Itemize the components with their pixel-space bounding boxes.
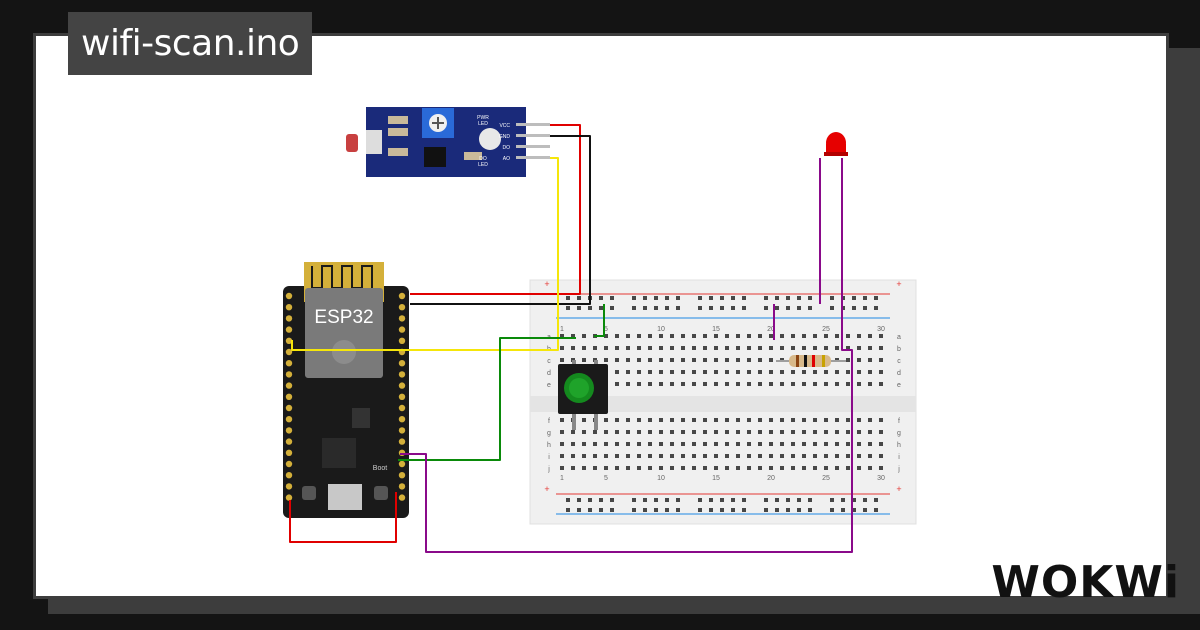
breadboard-row-label: h: [897, 442, 901, 449]
wire-button-green-1: [398, 337, 576, 461]
breadboard-column-label: 15: [712, 326, 720, 333]
rail-plus-label: +: [544, 484, 549, 494]
breadboard-row-label: e: [897, 382, 901, 389]
breadboard-column-label: 5: [604, 326, 608, 333]
svg-text:LED: LED: [478, 162, 488, 168]
file-title: wifi-scan.ino: [68, 12, 313, 75]
breadboard-column-label: 10: [657, 326, 665, 333]
sensor-pin-label: VCC: [499, 123, 510, 129]
wire-gnd-black: [410, 135, 591, 305]
breadboard-row-label: f: [898, 418, 900, 425]
resistor: [776, 355, 846, 367]
breadboard-column-label: 20: [767, 326, 775, 333]
breadboard-row-label: c: [897, 358, 901, 365]
red-led[interactable]: [824, 132, 848, 156]
wire-vcc-red: [410, 124, 581, 295]
rail-plus-label: +: [544, 279, 549, 289]
breadboard-row-label: d: [547, 370, 551, 377]
breadboard-row-label: d: [897, 370, 901, 377]
breadboard-column-label: 30: [877, 326, 885, 333]
wire-led-purple-2: [400, 158, 853, 553]
svg-text:PWR: PWR: [477, 115, 489, 121]
breadboard-row-label: g: [897, 430, 901, 437]
usb-port: [328, 484, 362, 510]
wire-usb-red: [289, 492, 397, 543]
breadboard-row-label: f: [548, 418, 550, 425]
boot-button[interactable]: [374, 486, 388, 500]
breadboard-row-label: e: [547, 382, 551, 389]
breadboard-row-label: j: [547, 466, 550, 473]
esp32-board: ESP32 Boot: [283, 262, 409, 518]
sensor-pin-label: GND: [499, 134, 511, 140]
breadboard-column-label: 1: [560, 326, 564, 333]
sensor-pin-label: DO: [503, 145, 511, 151]
en-button[interactable]: [302, 486, 316, 500]
breadboard-column-label: 25: [822, 326, 830, 333]
breadboard-column-label: 5: [604, 475, 608, 482]
breadboard-column-label: 1: [560, 475, 564, 482]
light-sensor-module: PWR LED DO LED VCC GND DO AO: [346, 107, 550, 177]
breadboard-column-label: 30: [877, 475, 885, 482]
esp32-pins: [285, 292, 406, 501]
wires: [289, 124, 853, 553]
wire-button-green-2: [594, 304, 605, 337]
breadboard-row-label: b: [897, 346, 901, 353]
breadboard-column-label: 25: [822, 475, 830, 482]
wire-ao-yellow: [291, 157, 559, 351]
breadboard-column-label: 15: [712, 475, 720, 482]
push-button[interactable]: [558, 360, 608, 430]
rail-plus-label: +: [896, 484, 901, 494]
breadboard-row-label: h: [547, 442, 551, 449]
breadboard-row-label: c: [547, 358, 551, 365]
breadboard-row-label: i: [548, 454, 550, 461]
esp32-shield: [305, 288, 383, 378]
breadboard-row-label: i: [898, 454, 900, 461]
breadboard-row-label: j: [897, 466, 900, 473]
svg-text:LED: LED: [478, 121, 488, 127]
rail-plus-label: +: [896, 279, 901, 289]
breadboard-column-label: 20: [767, 475, 775, 482]
photoresistor-icon: [346, 134, 358, 152]
wokwi-logo: WOKWi: [991, 557, 1180, 608]
breadboard-column-label: 10: [657, 475, 665, 482]
boot-label: Boot: [373, 465, 387, 472]
pwr-led-icon: [479, 128, 501, 150]
breadboard-row-label: g: [547, 430, 551, 437]
breadboard-row-label: a: [897, 334, 901, 341]
esp32-label: ESP32: [314, 307, 373, 328]
espressif-logo-icon: [332, 340, 356, 364]
svg-text:DO: DO: [479, 156, 487, 162]
sensor-pin-label: AO: [503, 156, 510, 162]
